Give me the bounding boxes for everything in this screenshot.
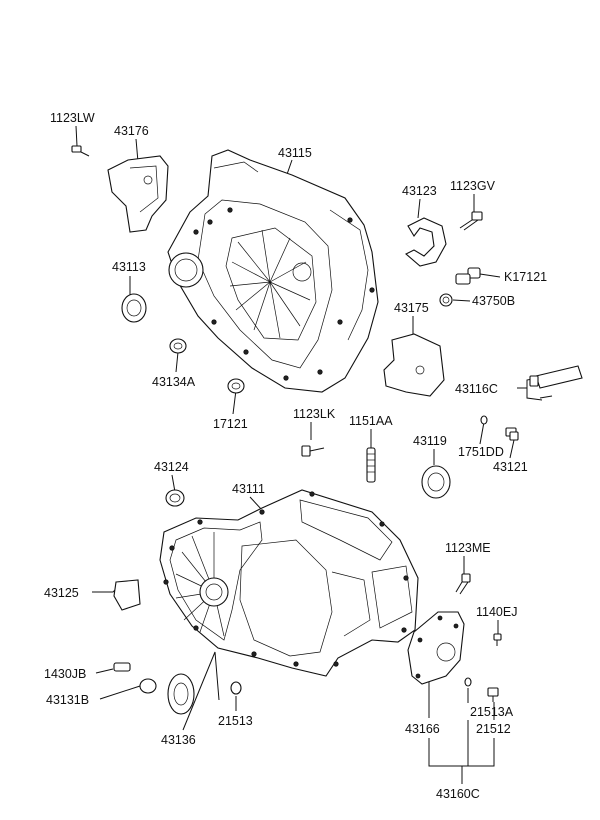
label-43750B: 43750B xyxy=(472,294,515,308)
plug-43131B xyxy=(139,678,157,694)
seal-43136 xyxy=(167,673,195,715)
bolt-43121 xyxy=(505,427,519,441)
label-21513: 21513 xyxy=(218,714,253,728)
label-21513A: 21513A xyxy=(470,705,514,719)
ring-17121 xyxy=(227,378,245,394)
label-1123LW: 1123LW xyxy=(50,111,95,125)
label-1123ME: 1123ME xyxy=(445,541,491,555)
fitting-K17121 xyxy=(455,267,481,285)
label-43131B: 43131B xyxy=(46,693,89,707)
label-43121: 43121 xyxy=(493,460,528,474)
label-43115: 43115 xyxy=(278,146,312,160)
label-43124: 43124 xyxy=(154,460,189,474)
label-17121: 17121 xyxy=(213,417,248,431)
label-43119: 43119 xyxy=(413,434,447,448)
bolt-1123GV xyxy=(459,211,483,231)
label-43176: 43176 xyxy=(114,124,149,138)
label-43134A: 43134A xyxy=(152,375,196,389)
label-43175: 43175 xyxy=(394,301,429,315)
label-1140EJ: 1140EJ xyxy=(476,605,517,619)
pin-1140EJ xyxy=(493,633,502,646)
plate-43125 xyxy=(113,579,141,611)
label-21512: 21512 xyxy=(476,722,511,736)
label-43116C: 43116C xyxy=(455,382,498,396)
label-1151AA: 1151AA xyxy=(349,414,393,428)
bracket-43176 xyxy=(107,155,169,233)
plug-1751DD xyxy=(480,415,488,425)
label-K17121: K17121 xyxy=(504,270,547,284)
label-43136: 43136 xyxy=(161,733,196,747)
seal-43119 xyxy=(421,465,451,499)
seal-43113 xyxy=(121,293,147,323)
housing-43111 xyxy=(159,489,419,677)
bolt-1123ME xyxy=(455,573,471,595)
label-43123: 43123 xyxy=(402,184,437,198)
label-43113: 43113 xyxy=(112,260,146,274)
washer-43750B xyxy=(439,293,453,307)
pin-1430JB xyxy=(113,662,131,672)
sealant-tube-43116C xyxy=(529,365,583,399)
bolt-21512 xyxy=(487,687,499,702)
plug-21513A xyxy=(464,677,472,687)
label-1751DD: 1751DD xyxy=(458,445,504,459)
clamp-43123 xyxy=(405,217,447,267)
bolt-1123LK xyxy=(301,445,325,457)
label-43111: 43111 xyxy=(232,482,265,496)
label-43125: 43125 xyxy=(44,586,79,600)
label-43160C: 43160C xyxy=(436,787,480,801)
cover-43166 xyxy=(407,611,465,685)
label-43166: 43166 xyxy=(405,722,440,736)
bushing-43134A xyxy=(169,338,187,354)
housing-43115 xyxy=(167,149,379,393)
label-1123LK: 1123LK xyxy=(293,407,336,421)
label-1430JB: 1430JB xyxy=(44,667,86,681)
bushing-43124 xyxy=(165,489,185,507)
leader-lines xyxy=(75,125,543,784)
plug-21513 xyxy=(230,681,242,695)
part-labels: 1123LW 43176 43115 43123 1123GV 43113 K1… xyxy=(44,111,547,801)
label-1123GV: 1123GV xyxy=(450,179,496,193)
stud-1151AA xyxy=(366,447,376,483)
bolt-1123LW xyxy=(71,145,90,157)
bracket-43175 xyxy=(383,333,445,397)
